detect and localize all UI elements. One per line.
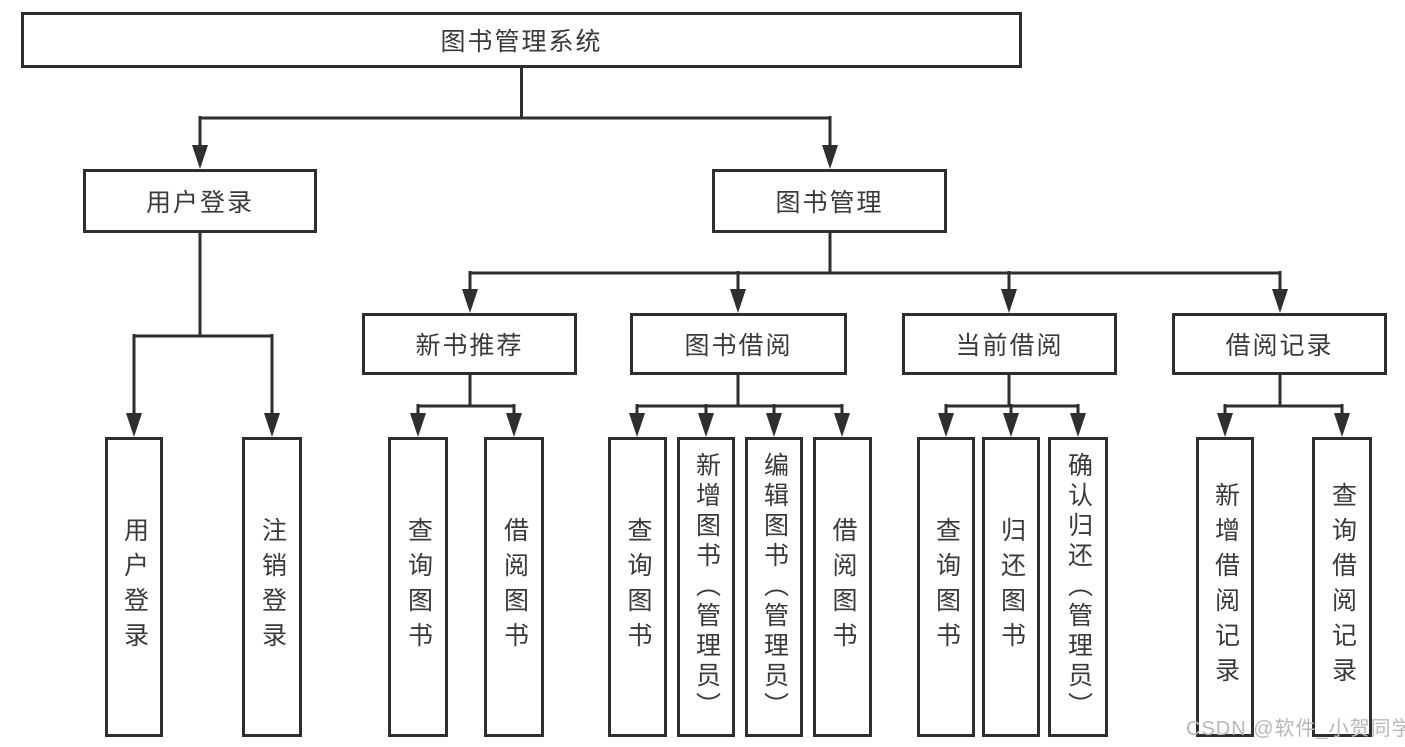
leaf-borrow-book-recommend: 借阅图书 xyxy=(484,437,544,737)
leaf-confirm-return-admin: 确认归还（管理员） xyxy=(1048,437,1108,737)
node-book-borrow: 图书借阅 xyxy=(630,313,847,375)
node-label: 借阅记录 xyxy=(1225,332,1334,360)
leaf-add-borrow-record: 新增借阅记录 xyxy=(1196,437,1254,737)
arrowheads xyxy=(126,145,1350,437)
node-label: 新书推荐 xyxy=(415,332,524,360)
leaf-query-book-current: 查询图书 xyxy=(917,437,975,737)
leaf-logout: 注销登录 xyxy=(242,437,302,737)
leaf-query-book-borrow: 查询图书 xyxy=(608,437,667,737)
node-current-borrow: 当前借阅 xyxy=(902,313,1117,375)
node-borrow-record: 借阅记录 xyxy=(1172,313,1387,375)
node-label: 图书管理系统 xyxy=(440,28,603,56)
node-new-book-recommend: 新书推荐 xyxy=(362,313,577,375)
csdn-watermark: CSDN @软件_小贺同学 xyxy=(1186,718,1405,740)
leaf-edit-book-admin: 编辑图书（管理员） xyxy=(745,437,803,737)
node-library-management-system: 图书管理系统 xyxy=(21,12,1022,68)
node-book-management: 图书管理 xyxy=(712,169,947,233)
node-label: 用户登录 xyxy=(145,189,254,217)
node-label: 图书管理 xyxy=(775,189,884,217)
leaf-query-book-recommend: 查询图书 xyxy=(388,437,448,737)
leaf-return-book: 归还图书 xyxy=(982,437,1040,737)
leaf-add-book-admin: 新增图书（管理员） xyxy=(677,437,735,737)
node-label: 当前借阅 xyxy=(955,332,1064,360)
leaf-query-borrow-record: 查询借阅记录 xyxy=(1312,437,1372,737)
leaf-borrow-book: 借阅图书 xyxy=(813,437,872,737)
node-label: 图书借阅 xyxy=(684,332,793,360)
node-user-login: 用户登录 xyxy=(83,169,317,233)
leaf-user-login: 用户登录 xyxy=(105,437,163,737)
